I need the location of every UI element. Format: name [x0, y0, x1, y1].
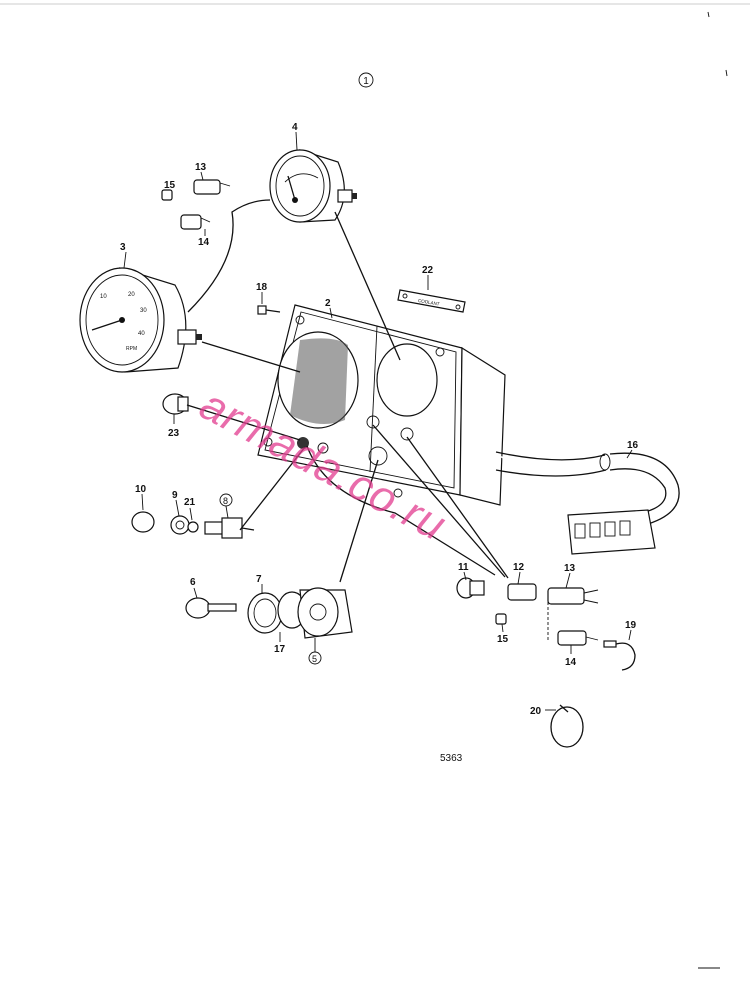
- switch-assembly: [131, 511, 255, 539]
- blanking-plug: [162, 393, 189, 415]
- callout-label: 11: [458, 562, 469, 573]
- callout-label: 5: [312, 654, 317, 664]
- bulb-holder-set-lower: [456, 577, 599, 646]
- wire-lead: [603, 640, 636, 671]
- drawing-number: 5363: [440, 753, 463, 764]
- temperature-gauge: [269, 149, 357, 223]
- callout-label: 22: [422, 265, 434, 276]
- tachometer-gauge: 10 20 30 40 RPM: [79, 267, 202, 373]
- callout-label: 14: [565, 657, 577, 668]
- callout-label: 9: [172, 490, 178, 501]
- svg-text:40: 40: [138, 331, 145, 337]
- svg-text:RPM: RPM: [126, 346, 137, 352]
- assembly-lines: [186, 199, 509, 583]
- callout-label: 6: [190, 577, 196, 588]
- scan-marks: [0, 3, 750, 969]
- callout-label: 15: [164, 180, 176, 191]
- callout-label: 10: [135, 484, 147, 495]
- callout-label: 2: [325, 298, 331, 309]
- callout-label: 21: [184, 497, 196, 508]
- svg-text:20: 20: [128, 292, 135, 298]
- callout-label: 14: [198, 237, 210, 248]
- callout-label: 20: [530, 706, 542, 717]
- svg-text:COOLANT: COOLANT: [418, 298, 441, 307]
- figure-number-badge: 1: [358, 72, 374, 88]
- callout-label: 12: [513, 562, 525, 573]
- callout-label: 13: [195, 162, 207, 173]
- svg-text:10: 10: [100, 294, 107, 300]
- hose-clip: [550, 704, 584, 748]
- svg-text:1: 1: [363, 76, 369, 87]
- callout-label: 4: [292, 122, 298, 133]
- callout-label: 17: [274, 644, 286, 655]
- cable-harness: [495, 451, 680, 555]
- callout-label: 13: [564, 563, 576, 574]
- callout-label: 7: [256, 574, 262, 585]
- callout-labels: 2 3 4 5 6 7 8 9 10 11 12 13 13 14 14 15: [120, 122, 639, 717]
- callout-label: 16: [627, 440, 639, 451]
- callout-label: 15: [497, 634, 509, 645]
- callout-label: 19: [625, 620, 637, 631]
- svg-text:30: 30: [140, 308, 147, 314]
- ignition-switch-assembly: [185, 587, 353, 639]
- instrument-panel: [257, 304, 506, 506]
- callout-label: 18: [256, 282, 268, 293]
- callout-label: 23: [168, 428, 180, 439]
- callout-label: 8: [223, 496, 228, 506]
- bulb-holder-set-upper: [161, 179, 231, 230]
- screw: [257, 305, 281, 315]
- coolant-decal: COOLANT: [397, 289, 466, 313]
- callout-label: 3: [120, 242, 126, 253]
